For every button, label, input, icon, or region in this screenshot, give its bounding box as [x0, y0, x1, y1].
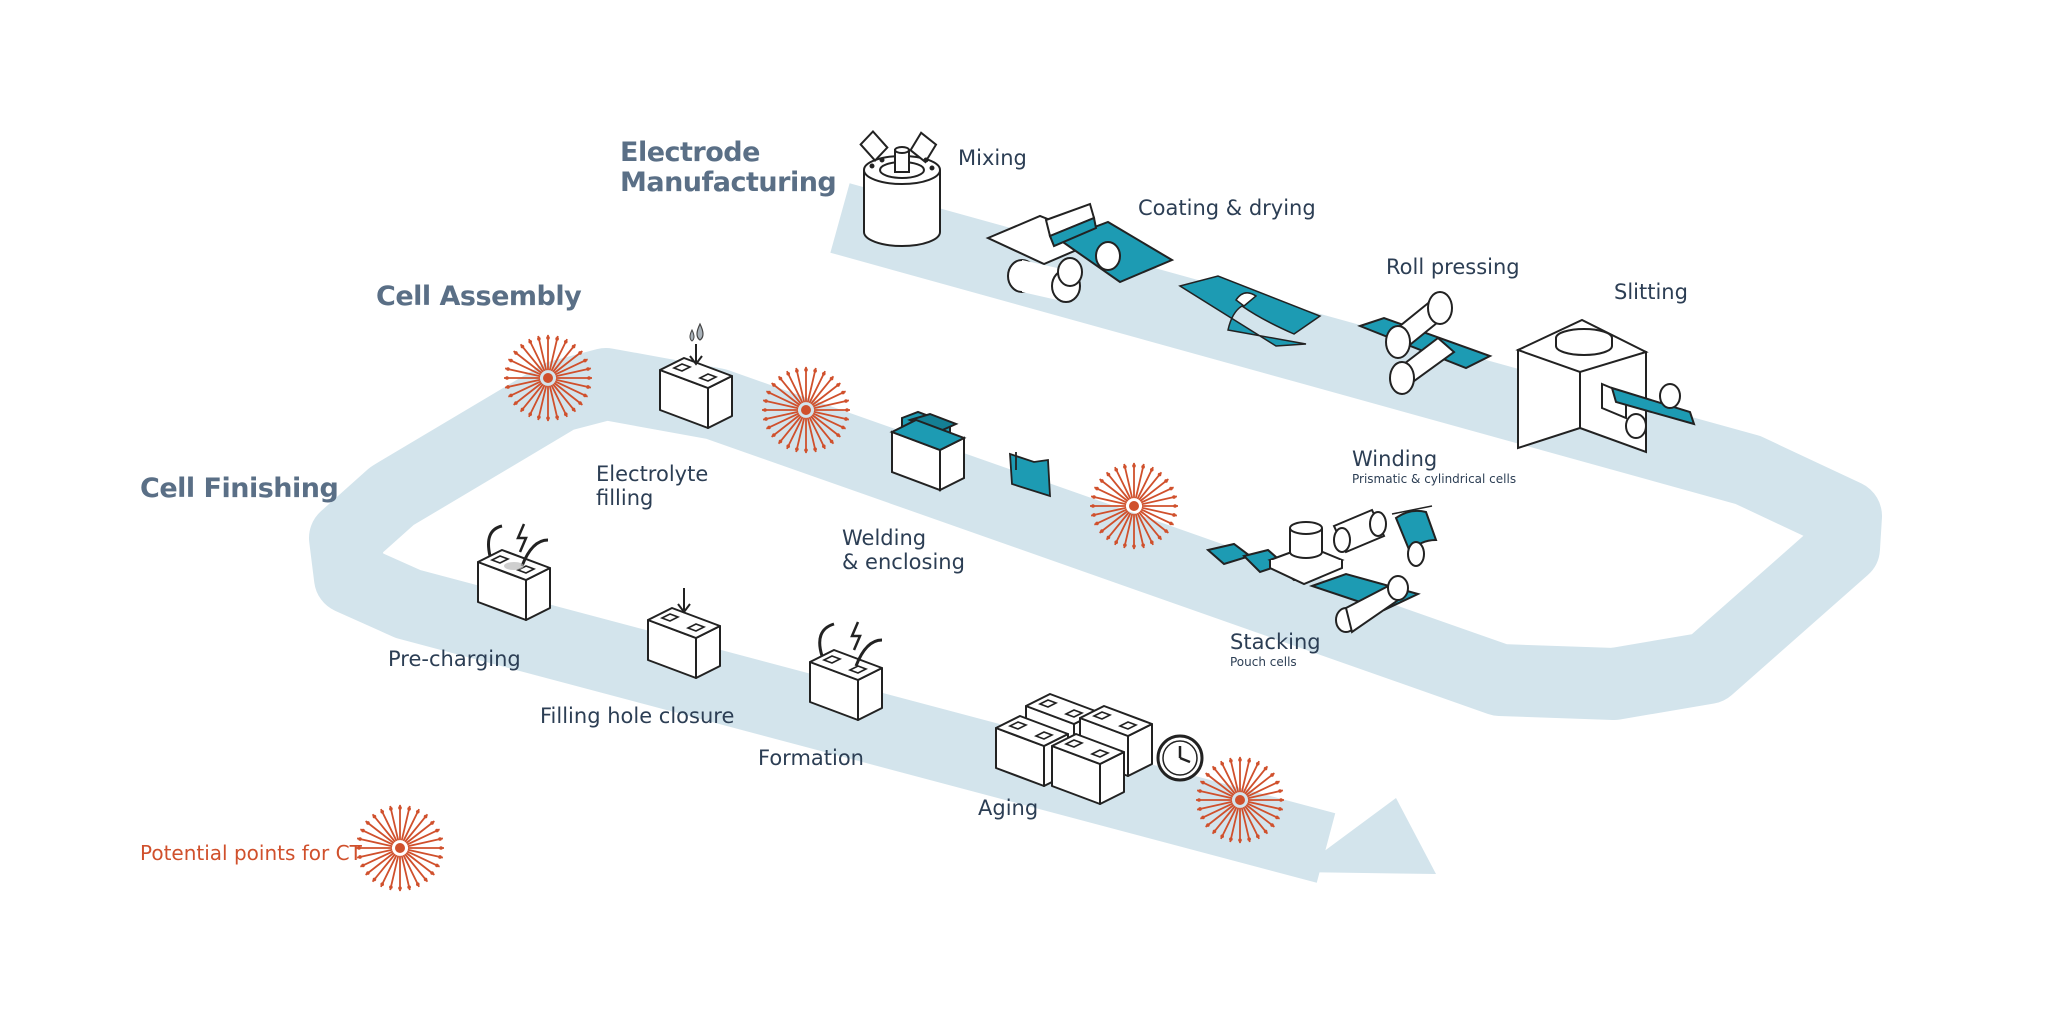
- section-electrode-manufacturing: Electrode Manufacturing: [620, 137, 837, 198]
- mixer-icon: [859, 129, 941, 247]
- charging-battery-icon-pre: [477, 523, 551, 621]
- charging-battery-icon-formation: [809, 621, 883, 721]
- battery-arrow-icon: [647, 588, 721, 679]
- slitter-icon: [1515, 318, 1696, 454]
- cell-folder-icon: [1009, 452, 1051, 498]
- label-stacking: Stacking Pouch cells: [1230, 630, 1321, 670]
- ct-marker-stacking: [1090, 462, 1178, 550]
- winding-icon: [1332, 505, 1438, 567]
- droplet-battery-icon: [659, 322, 733, 429]
- label-welding-line2: & enclosing: [842, 550, 965, 574]
- label-welding-enclosing: Welding & enclosing: [842, 526, 965, 574]
- coater-icon: [985, 202, 1175, 303]
- label-stacking-sub: Pouch cells: [1230, 655, 1297, 669]
- label-roll-pressing: Roll pressing: [1386, 255, 1520, 279]
- label-coating-drying: Coating & drying: [1138, 196, 1316, 220]
- battery-stack-clock-icon: [995, 693, 1204, 805]
- ct-marker-electrolyte: [762, 366, 850, 454]
- battery-case-icon: [889, 410, 967, 492]
- label-electrolyte-filling: Electrolyte filling: [596, 462, 708, 510]
- section-cell-finishing: Cell Finishing: [140, 473, 339, 504]
- label-electrolyte-line1: Electrolyte: [596, 462, 709, 486]
- label-winding-sub: Prismatic & cylindrical cells: [1352, 472, 1517, 486]
- legend-label: Potential points for CT: [140, 841, 362, 865]
- label-winding: Winding Prismatic & cylindrical cells: [1352, 447, 1516, 487]
- section-electrode-line2: Manufacturing: [620, 167, 837, 198]
- label-electrolyte-line2: filling: [596, 486, 654, 510]
- ct-markers: [356, 334, 1284, 892]
- ct-marker-aging: [1196, 756, 1284, 844]
- label-filling-hole-closure: Filling hole closure: [540, 704, 735, 728]
- stacking-icon: [1205, 521, 1421, 634]
- section-cell-assembly: Cell Assembly: [376, 281, 582, 312]
- label-welding-line1: Welding: [842, 526, 927, 550]
- legend-starburst-icon: [356, 804, 444, 892]
- drying-ribbon-icon: [1178, 275, 1322, 347]
- label-pre-charging: Pre-charging: [388, 647, 521, 671]
- guide-lines: [1199, 516, 1501, 602]
- label-formation: Formation: [758, 746, 864, 770]
- label-slitting: Slitting: [1614, 280, 1688, 304]
- label-stacking-main: Stacking: [1230, 630, 1321, 654]
- label-mixing: Mixing: [958, 146, 1027, 170]
- track-arrow-head: [1296, 798, 1436, 874]
- ct-marker-assembly-start: [504, 334, 592, 422]
- label-aging: Aging: [978, 796, 1039, 820]
- label-winding-main: Winding: [1352, 447, 1438, 471]
- section-electrode-line1: Electrode: [620, 137, 760, 168]
- roller-icon: [1357, 291, 1493, 395]
- clock-icon: [1156, 734, 1204, 782]
